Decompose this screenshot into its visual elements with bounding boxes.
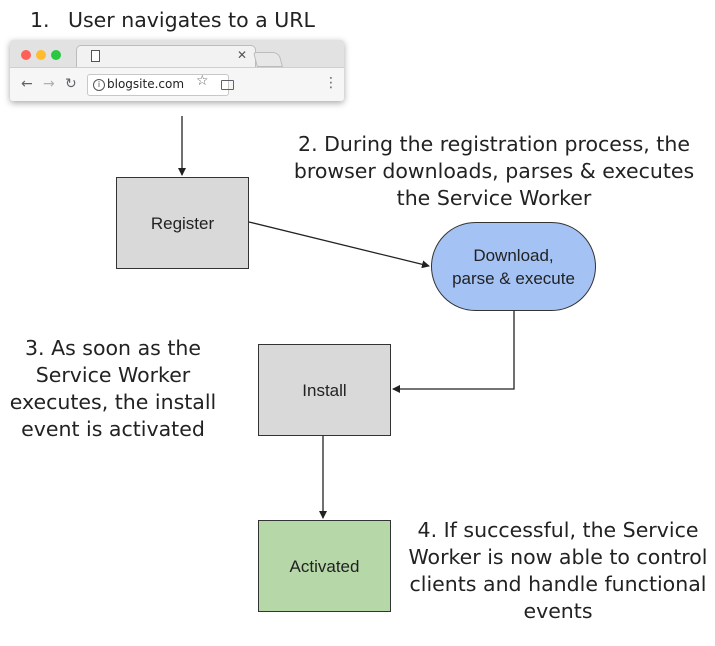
step-1-caption: 1. User navigates to a URL bbox=[30, 7, 315, 34]
download-label-line: parse & execute bbox=[452, 268, 575, 288]
step-3-line: Service Worker bbox=[35, 363, 191, 387]
browser-window-illustration: ✕ ← → ↻ i blogsite.com ☆ ⋮ bbox=[10, 40, 344, 101]
address-bar-url: blogsite.com bbox=[107, 77, 185, 91]
star-icon: ☆ bbox=[196, 73, 209, 89]
step-1-text: User navigates to a URL bbox=[68, 8, 315, 32]
step-3-line: executes, the install bbox=[9, 390, 217, 414]
activated-node: Activated bbox=[258, 520, 391, 612]
step-2-line: the Service Worker bbox=[396, 186, 592, 210]
step-3-caption: 3. As soon as the Service Worker execute… bbox=[0, 335, 226, 443]
step-1-number: 1. bbox=[30, 8, 50, 32]
step-4-line: 4. If successful, the Service bbox=[417, 518, 699, 542]
address-bar: i blogsite.com bbox=[87, 74, 229, 96]
close-window-dot bbox=[21, 50, 31, 60]
document-icon bbox=[91, 50, 100, 62]
menu-icon: ⋮ bbox=[324, 75, 338, 91]
register-node: Register bbox=[116, 177, 249, 269]
back-icon: ← bbox=[21, 76, 33, 92]
maximize-window-dot bbox=[51, 50, 61, 60]
step-3-line: 3. As soon as the bbox=[25, 336, 201, 360]
step-2-line: 2. During the registration process, the bbox=[298, 132, 690, 156]
arrow-register-to-download bbox=[248, 221, 430, 269]
step-4-line: events bbox=[523, 599, 593, 623]
step-4-line: Worker is now able to control bbox=[408, 545, 708, 569]
browser-toolbar: ← → ↻ i blogsite.com ☆ ⋮ bbox=[10, 67, 344, 101]
step-3-line: event is activated bbox=[21, 417, 205, 441]
step-4-line: clients and handle functional bbox=[409, 572, 707, 596]
browser-tab-bar: ✕ bbox=[10, 40, 344, 68]
install-label: Install bbox=[302, 380, 347, 400]
download-parse-execute-node: Download, parse & execute bbox=[431, 222, 596, 311]
close-icon: ✕ bbox=[236, 48, 247, 62]
info-icon: i bbox=[93, 79, 105, 91]
activated-label: Activated bbox=[289, 556, 360, 576]
step-2-caption: 2. During the registration process, the … bbox=[282, 131, 706, 212]
reload-icon: ↻ bbox=[65, 76, 77, 92]
step-2-line: browser downloads, parses & executes bbox=[293, 159, 695, 183]
download-label-line: Download, bbox=[473, 245, 554, 265]
forward-icon: → bbox=[43, 76, 55, 92]
minimize-window-dot bbox=[36, 50, 46, 60]
step-4-caption: 4. If successful, the Service Worker is … bbox=[401, 517, 715, 625]
register-label: Register bbox=[150, 213, 215, 233]
arrow-download-to-install bbox=[392, 311, 515, 393]
cast-icon bbox=[221, 80, 234, 90]
install-node: Install bbox=[258, 344, 391, 436]
